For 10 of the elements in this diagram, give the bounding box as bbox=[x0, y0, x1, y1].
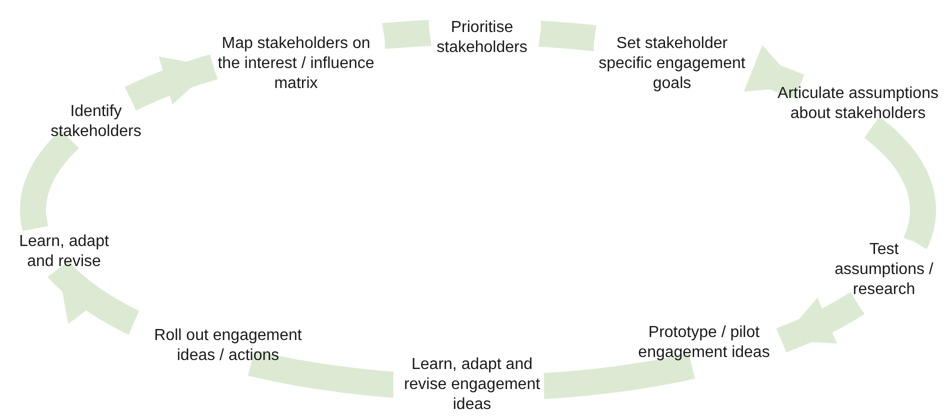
step-label: Learn, adapt and revise engagement ideas bbox=[402, 355, 542, 415]
step-label: Set stakeholder specific engagement goals bbox=[598, 34, 746, 94]
step-label: Test assumptions / research bbox=[834, 240, 934, 300]
step-label: Learn, adapt and revise bbox=[18, 232, 110, 272]
step-label: Prioritise stakeholders bbox=[436, 18, 528, 58]
step-label: Articulate assumptions about stakeholders bbox=[776, 84, 940, 124]
step-label: Prototype / pilot engagement ideas bbox=[637, 323, 771, 363]
step-label: Roll out engagement ideas / actions bbox=[153, 326, 303, 366]
step-label: Identify stakeholders bbox=[50, 102, 142, 142]
step-label: Map stakeholders on the interest / influence matrix bbox=[216, 34, 376, 94]
